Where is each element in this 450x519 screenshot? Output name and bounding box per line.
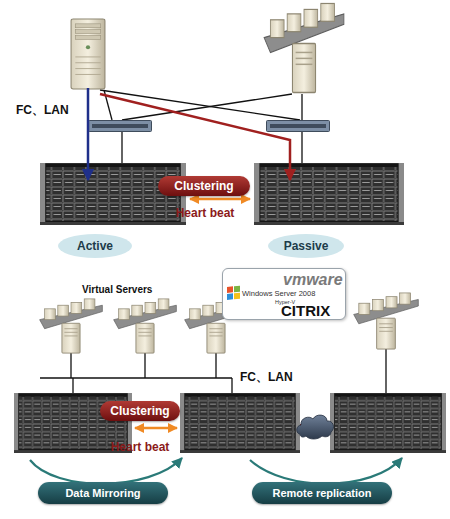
network-label: FC、LAN — [16, 104, 69, 116]
badge-text: Clustering — [110, 404, 169, 418]
cloud-symbol — [297, 415, 334, 439]
group-label: Virtual Servers — [82, 285, 152, 295]
server-group — [40, 299, 103, 353]
logo-text: Windows Server 2008 — [242, 290, 315, 298]
network-switch — [267, 121, 330, 132]
wire — [100, 90, 300, 120]
storage-array — [180, 393, 300, 453]
wire — [70, 352, 71, 378]
network-switch — [89, 121, 152, 132]
cluster-arrow — [190, 198, 250, 201]
network-label: FC、LAN — [240, 371, 293, 383]
wire — [72, 378, 73, 393]
wire — [231, 378, 232, 393]
storage-array — [330, 393, 446, 453]
mirror-arrow — [30, 458, 182, 484]
function-badge: Remote replication — [252, 482, 392, 504]
badge-text: Passive — [284, 239, 329, 253]
wire — [144, 352, 145, 378]
badge-text: Remote replication — [272, 487, 371, 499]
cluster-badge: Clustering — [100, 401, 180, 421]
heartbeat-label: Heart beat — [160, 207, 250, 219]
wire — [301, 94, 302, 120]
network-bus — [40, 348, 386, 393]
vendor-logo-box: vmwareWindows Server 2008Hyper-VCITRIX — [222, 268, 346, 320]
cluster-badge: Clustering — [158, 176, 250, 196]
wire — [215, 352, 216, 378]
server-group — [114, 299, 177, 353]
function-badge: Data Mirroring — [38, 482, 168, 504]
wire — [385, 348, 386, 393]
badge-text: Clustering — [174, 179, 233, 193]
wire — [122, 94, 292, 120]
failover-arrow — [100, 94, 290, 180]
badge-text: Data Mirroring — [65, 487, 140, 499]
logo-text: CITRIX — [281, 303, 330, 318]
badge-text: Active — [77, 239, 113, 253]
logo-text: vmware — [283, 272, 343, 288]
role-oval: Passive — [268, 234, 344, 258]
wire — [301, 132, 302, 163]
cluster-arrow — [135, 427, 177, 430]
server-group — [354, 293, 419, 349]
bus-line — [40, 377, 232, 378]
server-group — [264, 3, 344, 92]
access-arrow — [87, 88, 90, 180]
role-oval: Active — [58, 234, 132, 258]
heartbeat-label: Heart beat — [100, 441, 180, 453]
server-tower — [71, 19, 105, 89]
replication-arrow — [250, 458, 402, 484]
wire — [121, 132, 122, 163]
storage-array — [254, 163, 404, 225]
